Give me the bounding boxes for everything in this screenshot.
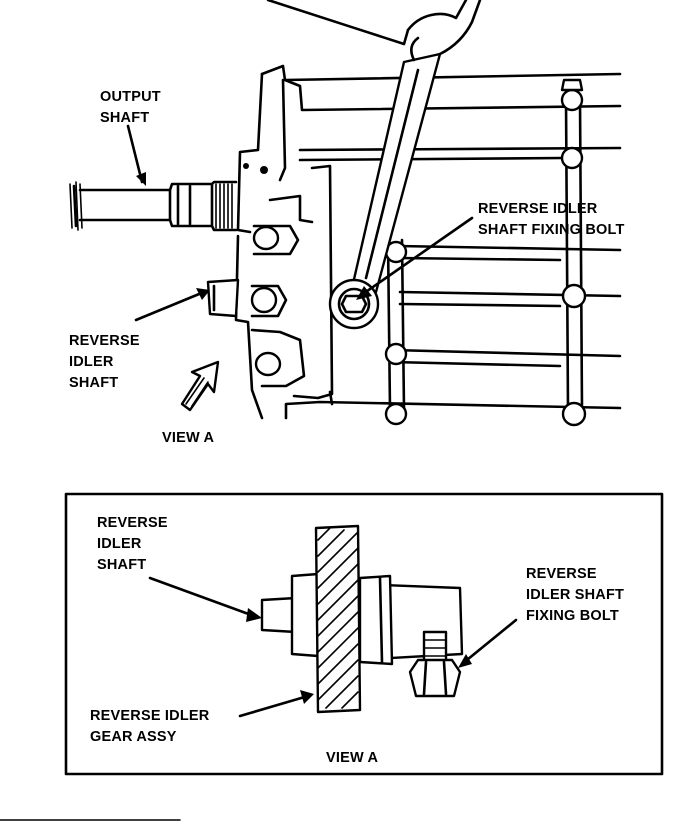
- hand: [266, 0, 482, 62]
- label-detail-gear-assy: REVERSE IDLER GEAR ASSY: [90, 708, 214, 745]
- leader-detail-shaft: [148, 576, 256, 618]
- leader-detail-bolt: [460, 618, 518, 666]
- label-output-shaft: OUTPUT SHAFT: [100, 89, 165, 126]
- label-detail-reverse-idler-shaft: REVERSE IDLER SHAFT: [97, 515, 172, 573]
- arrowhead-output-shaft: [136, 172, 146, 186]
- transmission-case: [234, 64, 622, 427]
- leader-gear-assy: [238, 694, 310, 718]
- idler-shaft-assembly: [260, 524, 464, 714]
- leader-output-shaft: [126, 124, 144, 184]
- arrowhead-reverse-idler-shaft: [196, 288, 210, 300]
- label-reverse-idler-shaft: REVERSE IDLER SHAFT: [69, 333, 144, 391]
- reverse-idler-shaft-stub: [206, 278, 240, 318]
- arrowhead-detail-bolt: [458, 654, 472, 668]
- arrowhead-detail-shaft: [246, 608, 262, 622]
- detail-fixing-bolt: [408, 630, 462, 698]
- label-fixing-bolt: REVERSE IDLER SHAFT FIXING BOLT: [478, 201, 625, 238]
- wrench: [328, 52, 442, 330]
- arrowhead-gear-assy: [300, 690, 314, 704]
- detail-frame: [64, 492, 664, 776]
- view-direction-arrow: [180, 360, 220, 412]
- label-view-a-detail: VIEW A: [326, 750, 379, 766]
- leader-reverse-idler-shaft: [134, 290, 206, 322]
- label-view-a-top: VIEW A: [162, 430, 215, 446]
- arrowhead-fixing-bolt: [356, 286, 372, 300]
- label-detail-fixing-bolt: REVERSE IDLER SHAFT FIXING BOLT: [526, 566, 628, 624]
- output-shaft: [69, 180, 238, 232]
- gear-teeth: [317, 527, 359, 709]
- leader-fixing-bolt: [358, 216, 474, 298]
